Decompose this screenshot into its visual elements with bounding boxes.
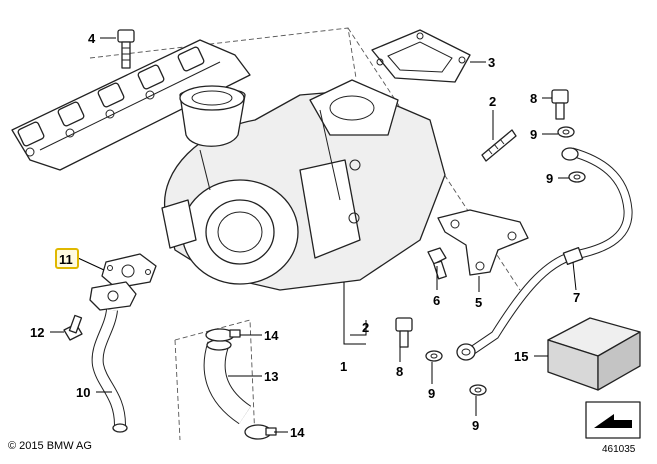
callout-8-upper[interactable]: 8 [530, 91, 537, 106]
reference-symbol-icon [585, 401, 641, 439]
callout-6[interactable]: 6 [433, 293, 440, 308]
callout-12[interactable]: 12 [30, 325, 44, 340]
callout-13[interactable]: 13 [264, 369, 278, 384]
callout-9-lower-right[interactable]: 9 [472, 418, 479, 433]
turbo-support-bracket[interactable] [437, 209, 529, 276]
turbocharger[interactable] [161, 79, 446, 291]
callout-5[interactable]: 5 [475, 295, 482, 310]
callout-8-lower[interactable]: 8 [396, 364, 403, 379]
exhaust-manifold[interactable] [11, 39, 251, 171]
copyright-notice: © 2015 BMW AG [8, 440, 92, 452]
callout-14-lower[interactable]: 14 [290, 425, 305, 440]
callout-9-middle[interactable]: 9 [546, 171, 553, 186]
callout-numbers: 4 3 2 8 9 9 6 5 7 2 1 11 12 10 14 13 14 … [30, 31, 580, 440]
oil-feed-gasket[interactable] [101, 253, 157, 289]
manifold-bolt[interactable] [117, 29, 135, 69]
hose-clamp-upper[interactable] [205, 328, 241, 342]
highlight-frame [55, 248, 79, 269]
callout-14-upper[interactable]: 14 [264, 328, 279, 343]
callout-9-upper[interactable]: 9 [530, 127, 537, 142]
leader-lines [50, 37, 577, 433]
diagram-reference-number: 461035 [602, 444, 636, 455]
sealing-washers[interactable] [425, 126, 586, 396]
callout-1[interactable]: 1 [340, 359, 347, 374]
turbo-flange-gasket[interactable] [371, 29, 471, 83]
oil-return-pipe[interactable] [456, 147, 633, 361]
turbo-stud[interactable] [481, 129, 517, 162]
callout-3[interactable]: 3 [488, 55, 495, 70]
banjo-bolt-lower[interactable] [395, 317, 413, 348]
banjo-bolt-upper[interactable] [551, 89, 569, 120]
assembly-kit-box[interactable] [547, 317, 641, 391]
intake-hose[interactable] [203, 339, 252, 425]
callout-9-lower-left[interactable]: 9 [428, 386, 435, 401]
callout-4[interactable]: 4 [88, 31, 96, 46]
callout-7[interactable]: 7 [573, 290, 580, 305]
callout-15[interactable]: 15 [514, 349, 528, 364]
callout-11[interactable]: 11 [59, 252, 73, 267]
callout-2-stud[interactable]: 2 [489, 94, 496, 109]
oil-feed-bolt[interactable] [63, 314, 83, 341]
callout-2-turbo[interactable]: 2 [362, 320, 369, 335]
bracket-bolt[interactable] [427, 247, 447, 280]
callout-10[interactable]: 10 [76, 385, 90, 400]
oil-feed-pipe[interactable] [89, 281, 137, 433]
hose-clamp-lower[interactable] [244, 424, 277, 440]
